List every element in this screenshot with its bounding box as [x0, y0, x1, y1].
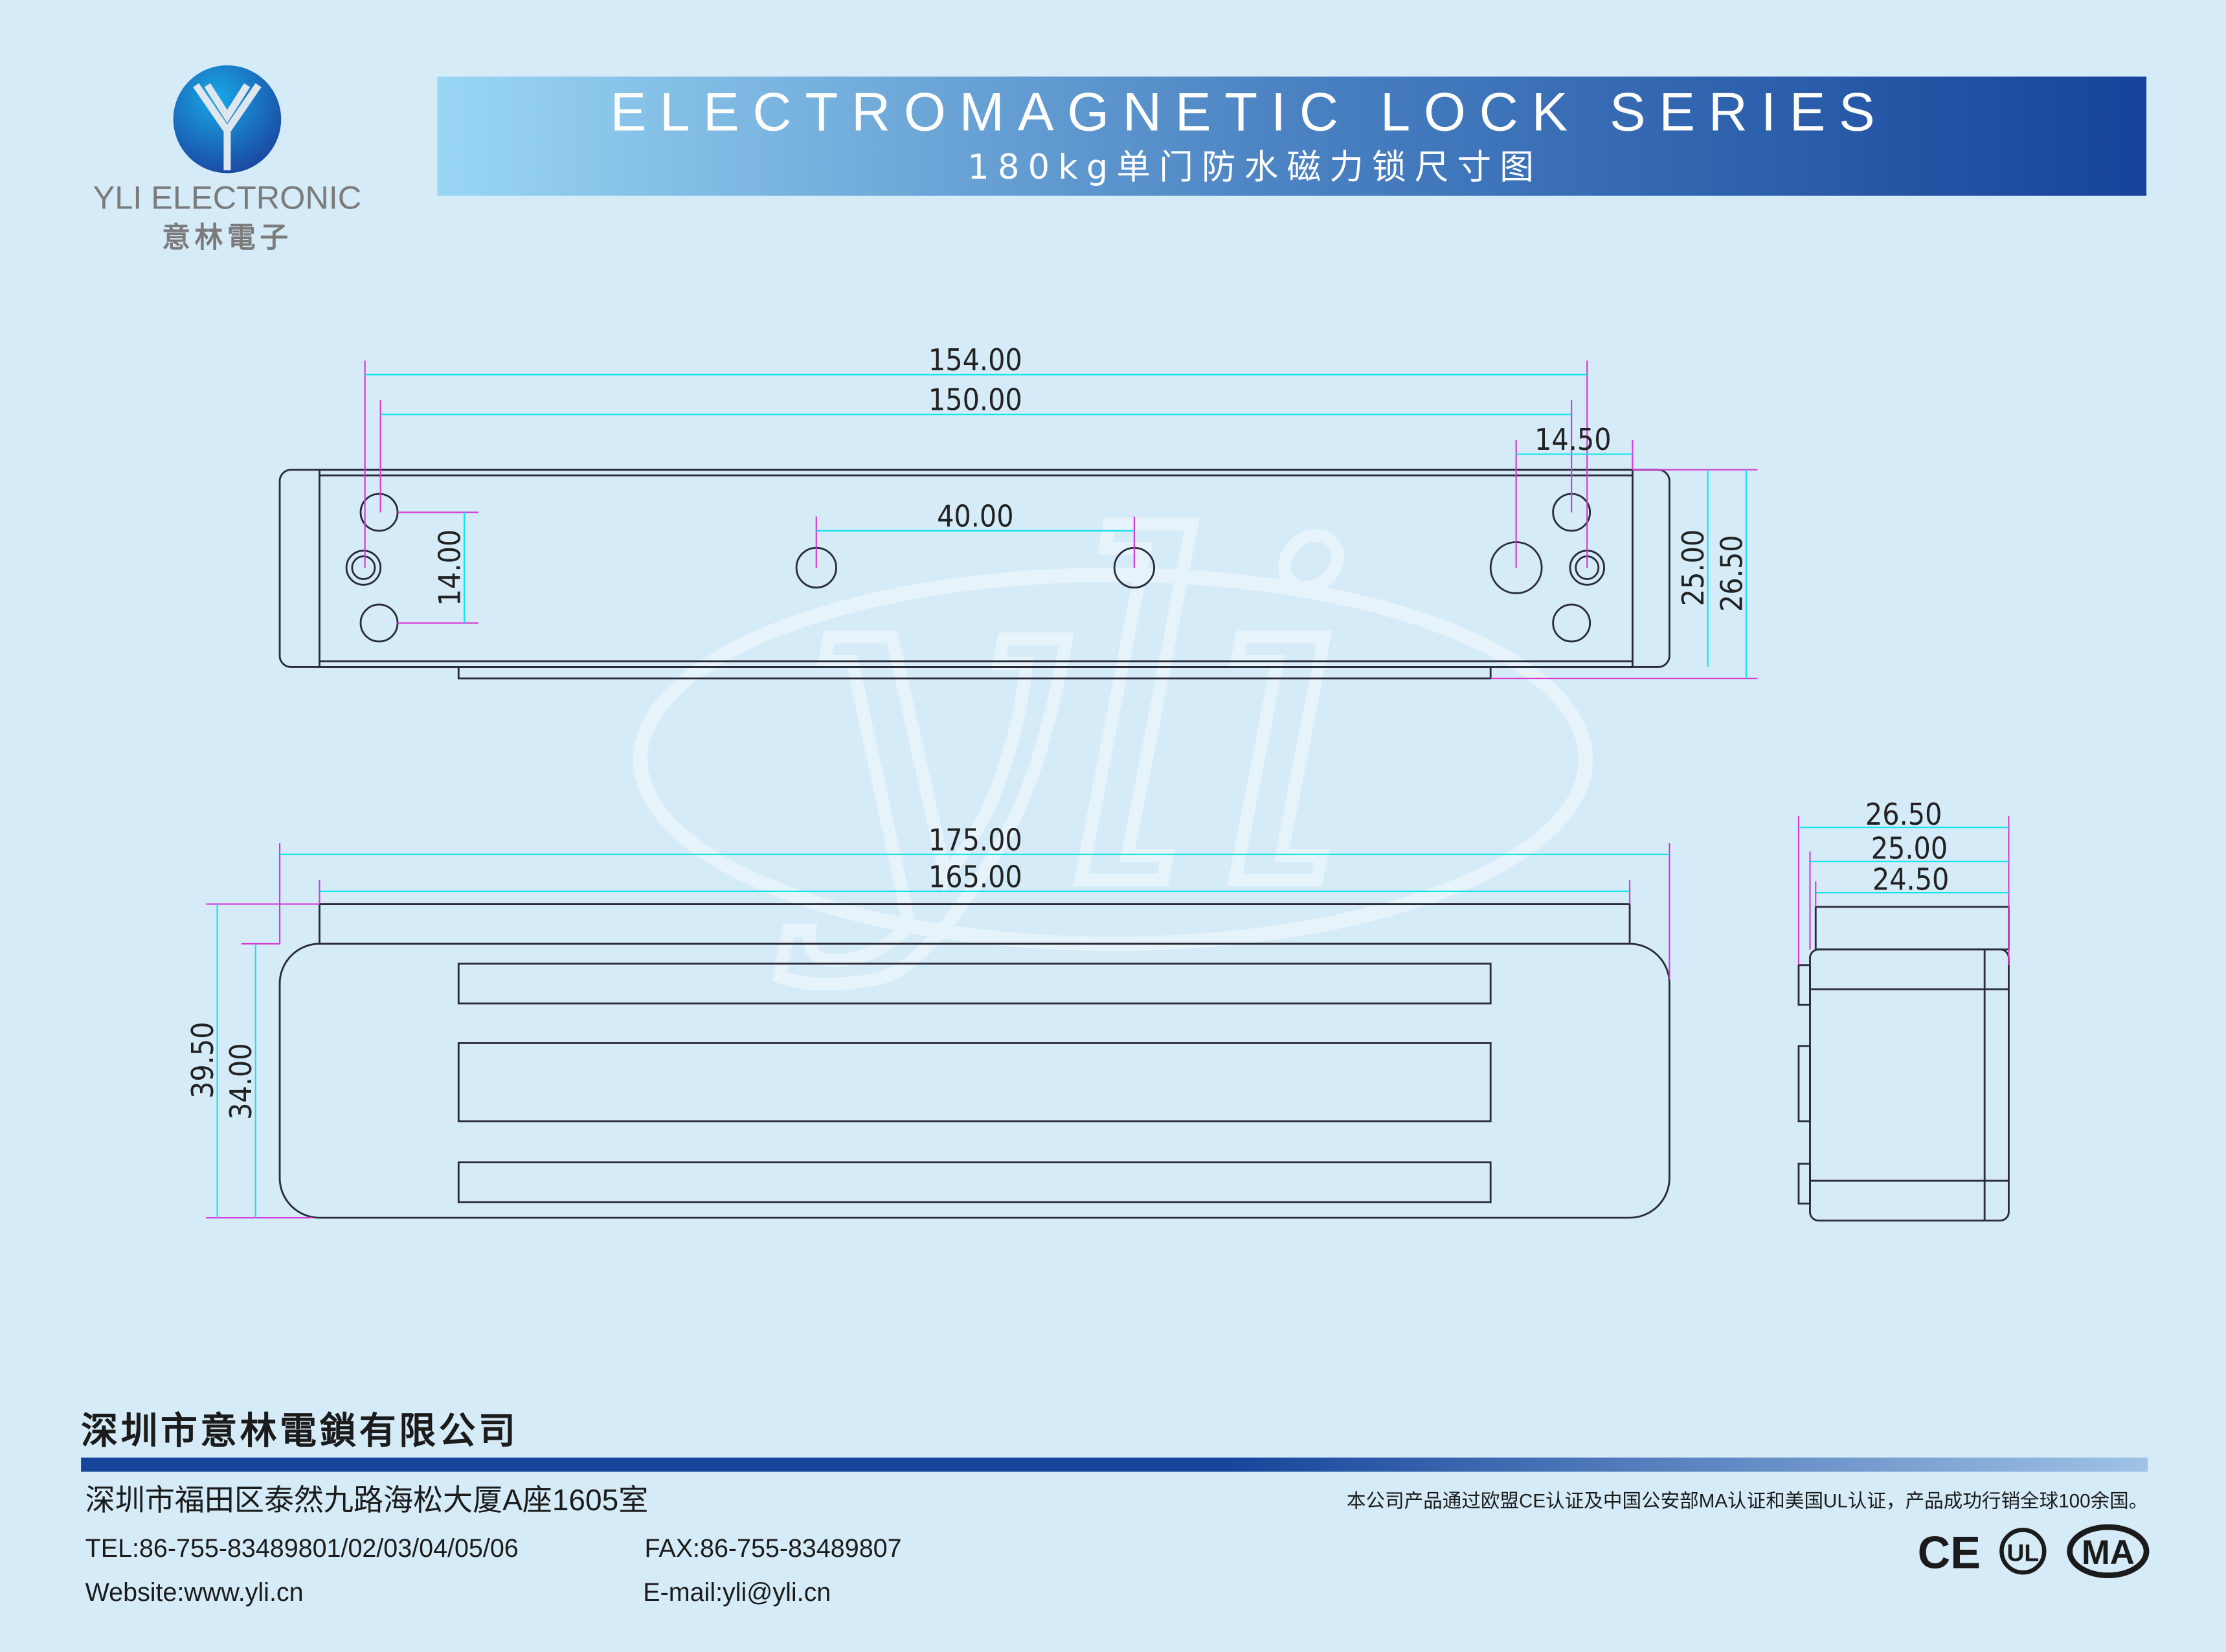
company-website[interactable]: Website:www.yli.cn	[85, 1578, 304, 1607]
svg-text:yli: yli	[775, 445, 1361, 990]
footer-divider	[81, 1457, 2148, 1472]
ce-mark-icon: CE	[1918, 1527, 1981, 1578]
company-fax: FAX:86-755-83489807	[644, 1534, 901, 1563]
side-view-drawing: 26.50 25.00 24.50	[1797, 797, 2010, 1222]
company-email[interactable]: E-mail:yli@yli.cn	[643, 1578, 831, 1607]
company-address: 深圳市福田区泰然九路海松大厦A座1605室	[85, 1483, 649, 1517]
dim-top-hole-vertical: 14.00	[432, 530, 467, 607]
svg-text:MA: MA	[2082, 1534, 2135, 1572]
ul-mark-icon: UL	[1999, 1528, 2047, 1575]
company-name: 深圳市意林電鎖有限公司	[81, 1411, 518, 1452]
svg-text:UL: UL	[2007, 1539, 2040, 1567]
dim-top-end-offset: 14.50	[1535, 422, 1612, 457]
dim-front-height-body: 34.00	[223, 1043, 258, 1120]
dim-side-width-mid: 25.00	[1871, 831, 1948, 865]
dim-top-center-holes: 40.00	[937, 498, 1014, 533]
company-logo: YLI ELECTRONIC 意林電子	[93, 65, 362, 254]
dim-top-height-outer: 26.50	[1714, 535, 1749, 612]
watermark: yli	[633, 438, 1593, 997]
ma-mark-icon: MA	[2067, 1524, 2150, 1578]
page-title: ELECTROMAGNETIC LOCK SERIES	[610, 82, 1888, 142]
top-view-drawing: 154.00 150.00 14.50 40.00 14.00 25.00 26…	[278, 342, 1758, 680]
page-subtitle: 180kg单门防水磁力锁尺寸图	[967, 148, 1542, 187]
dim-top-hole-span: 150.00	[928, 383, 1022, 418]
dim-top-height-inner: 25.00	[1676, 530, 1711, 607]
company-tel: TEL:86-755-83489801/02/03/04/05/06	[85, 1534, 519, 1563]
header-banner: ELECTROMAGNETIC LOCK SERIES 180kg单门防水磁力锁…	[437, 76, 2147, 196]
dim-front-height-total: 39.50	[185, 1021, 220, 1099]
dim-front-plate: 165.00	[928, 859, 1022, 894]
dim-front-overall: 175.00	[928, 822, 1022, 857]
logo-chinese: 意林電子	[162, 221, 293, 254]
logo-name: YLI ELECTRONIC	[93, 179, 362, 216]
certification-note: 本公司产品通过欧盟CE认证及中国公安部MA认证和美国UL认证，产品成功行销全球1…	[1347, 1490, 2148, 1512]
front-view-drawing: 175.00 165.00 39.50 34.00	[185, 822, 1670, 1219]
dim-side-width-inner: 24.50	[1872, 862, 1950, 897]
footer: 深圳市意林電鎖有限公司 深圳市福田区泰然九路海松大厦A座1605室 TEL:86…	[81, 1411, 2150, 1607]
dim-side-width-outer: 26.50	[1865, 797, 1942, 832]
dim-top-overall: 154.00	[928, 342, 1022, 377]
